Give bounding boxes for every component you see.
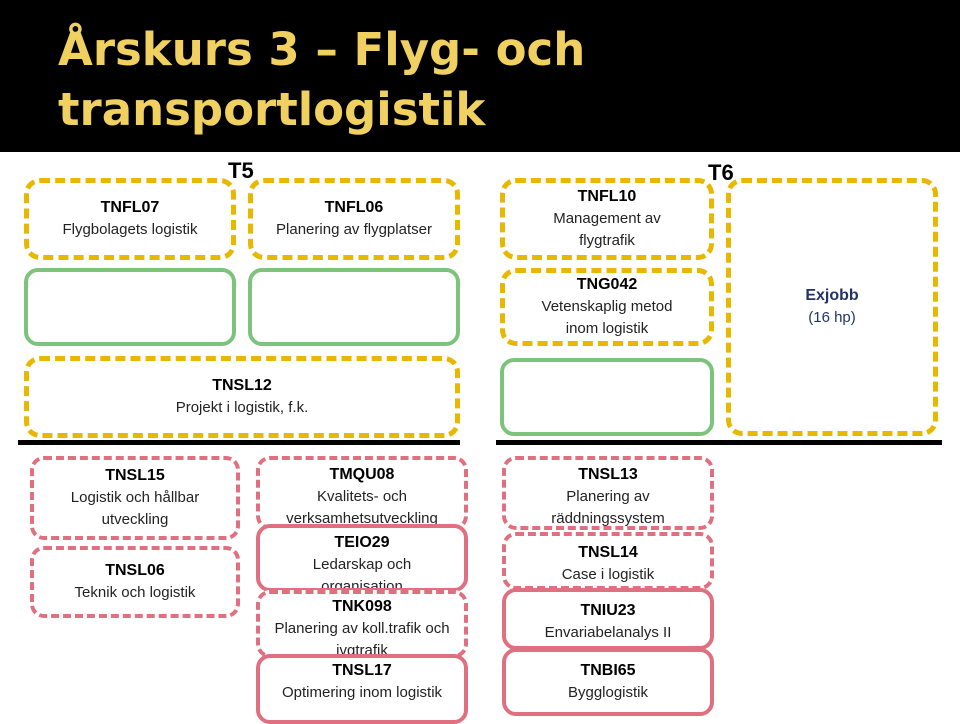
- term-t5-label: T5: [228, 158, 254, 183]
- course-card-tnbi65[interactable]: TNBI65 Bygglogistik: [502, 648, 714, 716]
- course-name: Optimering inom logistik: [281, 684, 443, 701]
- course-card-tnsl15[interactable]: TNSL15 Logistik och hållbar utveckling: [30, 456, 240, 540]
- course-name: Kvalitets- och verksamhetsutveckling: [286, 488, 438, 527]
- course-card-tng042[interactable]: TNG042 Vetenskaplig metod inom logistik: [500, 268, 714, 346]
- course-code: TMQU08: [329, 466, 395, 483]
- course-card-tnsl06[interactable]: TNSL06 Teknik och logistik: [30, 546, 240, 618]
- course-code: TNSL12: [212, 377, 272, 394]
- course-code: TEIO29: [334, 534, 390, 551]
- course-name: (16 hp): [808, 309, 856, 326]
- course-card-tmqu08[interactable]: TMQU08 Kvalitets- och verksamhetsutveckl…: [256, 456, 468, 530]
- course-name: Planering av räddningssystem: [551, 488, 665, 527]
- course-name: Management av flygtrafik: [553, 210, 661, 249]
- course-card-tnsl12[interactable]: TNSL12 Projekt i logistik, f.k.: [24, 356, 460, 438]
- course-card-tnsl14[interactable]: TNSL14 Case i logistik: [502, 532, 714, 590]
- empty-slot-green: [248, 268, 460, 346]
- course-code: TNFL06: [324, 199, 384, 216]
- course-code: TNFL07: [100, 199, 160, 216]
- course-card-tnsl17[interactable]: TNSL17 Optimering inom logistik: [256, 654, 468, 724]
- course-code: TNBI65: [580, 662, 636, 679]
- header-banner: Årskurs 3 – Flyg- och transportlogistik: [0, 0, 960, 152]
- course-code: TNSL17: [332, 662, 392, 679]
- course-card-tnfl07[interactable]: TNFL07 Flygbolagets logistik: [24, 178, 236, 260]
- course-name: Projekt i logistik, f.k.: [175, 399, 309, 416]
- course-code: TNSL14: [578, 544, 638, 561]
- course-name: Envariabelanalys II: [544, 624, 672, 641]
- course-name: Vetenskaplig metod inom logistik: [541, 298, 673, 337]
- course-card-teio29[interactable]: TEIO29 Ledarskap och organisation: [256, 524, 468, 592]
- course-card-tnsl13[interactable]: TNSL13 Planering av räddningssystem: [502, 456, 714, 530]
- course-code: TNK098: [332, 598, 392, 615]
- empty-slot-green: [500, 358, 714, 436]
- period-divider: [18, 440, 460, 445]
- title-line-2: transportlogistik: [58, 83, 486, 136]
- course-card-tniu23[interactable]: TNIU23 Envariabelanalys II: [502, 588, 714, 650]
- term-t6-label: T6: [708, 160, 734, 185]
- course-code: TNSL15: [105, 467, 165, 484]
- course-card-exjobb[interactable]: Exjobb (16 hp): [726, 178, 938, 436]
- empty-slot-green: [24, 268, 236, 346]
- course-name: Teknik och logistik: [74, 584, 196, 601]
- course-card-tnfl10[interactable]: TNFL10 Management av flygtrafik: [500, 178, 714, 260]
- course-card-tnfl06[interactable]: TNFL06 Planering av flygplatser: [248, 178, 460, 260]
- course-code: TNFL10: [577, 188, 637, 205]
- course-card-tnk098[interactable]: TNK098 Planering av koll.trafik och jvgt…: [256, 590, 468, 658]
- course-name: Planering av flygplatser: [276, 221, 432, 238]
- course-name: Case i logistik: [561, 566, 655, 583]
- course-code: TNG042: [576, 276, 638, 293]
- course-name: Logistik och hållbar utveckling: [70, 489, 200, 528]
- course-name: Ledarskap och organisation: [312, 556, 412, 592]
- title-line-1: Årskurs 3 – Flyg- och: [58, 23, 586, 76]
- period-divider: [496, 440, 942, 445]
- course-name: Planering av koll.trafik och jvgtrafik: [274, 620, 450, 658]
- course-code: Exjobb: [805, 287, 859, 304]
- course-name: Bygglogistik: [567, 684, 649, 701]
- course-code: TNSL06: [105, 562, 165, 579]
- course-code: TNSL13: [578, 466, 638, 483]
- page-title: Årskurs 3 – Flyg- och transportlogistik: [58, 20, 585, 140]
- course-code: TNIU23: [580, 602, 636, 619]
- course-name: Flygbolagets logistik: [62, 221, 198, 238]
